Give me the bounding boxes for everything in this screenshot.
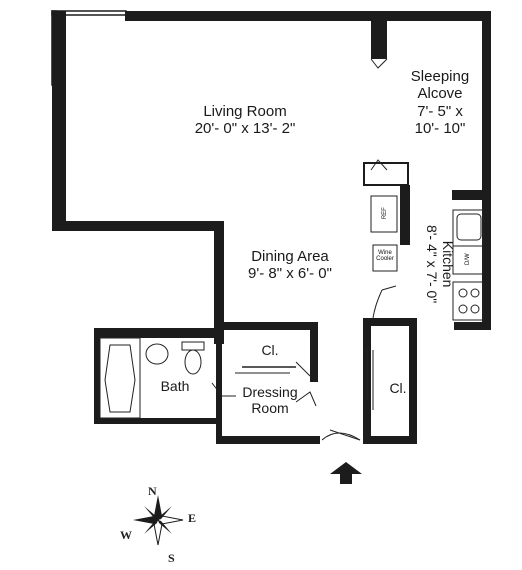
living-room-dims: 20'- 0" x 13'- 2" <box>194 120 296 138</box>
entry-arrow <box>330 462 362 484</box>
sleeping-alcove-name-2: Alcove <box>417 85 463 103</box>
door-swings <box>211 285 397 441</box>
sleeping-alcove-label: Sleeping Alcove 7'- 5" x 10'- 10" <box>395 68 485 137</box>
compass-west: W <box>120 528 132 542</box>
dressing-closet-label: Cl. <box>250 342 290 358</box>
dressing-room-label: Dressing Room <box>230 384 310 416</box>
dining-area-name: Dining Area <box>251 248 329 265</box>
dining-area-dims: 9'- 8" x 6'- 0" <box>248 265 332 283</box>
dishwasher-label: D/W <box>464 253 471 265</box>
kitchen-dims: 8'- 4" x 7'- 0" <box>424 224 440 304</box>
bath-label: Bath <box>150 378 200 394</box>
bath-name: Bath <box>160 378 190 394</box>
compass-north: N <box>148 484 157 498</box>
fridge-label: REF <box>381 207 388 220</box>
wine-cooler-label: Wine Cooler <box>374 250 396 263</box>
living-room-label: Living Room 20'- 0" x 13'- 2" <box>160 103 330 138</box>
entry-closet-name: Cl. <box>389 380 407 396</box>
kitchen-label: Kitchen 8'- 4" x 7'- 0" <box>424 199 456 329</box>
compass-rose <box>133 495 184 546</box>
sleeping-alcove-dims-2: 10'- 10" <box>414 119 466 137</box>
dressing-room-name-2: Room <box>251 400 289 417</box>
compass-east: E <box>188 511 197 525</box>
entry-closet-label: Cl. <box>378 380 418 396</box>
kitchen-fixtures <box>370 195 484 321</box>
alcove-column <box>370 58 388 171</box>
dining-area-label: Dining Area 9'- 8" x 6'- 0" <box>220 248 360 283</box>
bath-fixtures <box>99 337 205 419</box>
kitchen-name: Kitchen <box>440 240 457 288</box>
dressing-closet-name: Cl. <box>261 342 279 358</box>
wine-cooler-line-2: Cooler <box>376 256 394 263</box>
compass-south: S <box>168 551 175 565</box>
wine-cooler-line-1: Wine <box>378 250 392 256</box>
sleeping-alcove-dims-1: 7'- 5" x <box>417 102 463 120</box>
dressing-room-name-1: Dressing <box>242 384 298 400</box>
living-room-name: Living Room <box>203 103 287 120</box>
sleeping-alcove-name-1: Sleeping <box>410 68 470 85</box>
